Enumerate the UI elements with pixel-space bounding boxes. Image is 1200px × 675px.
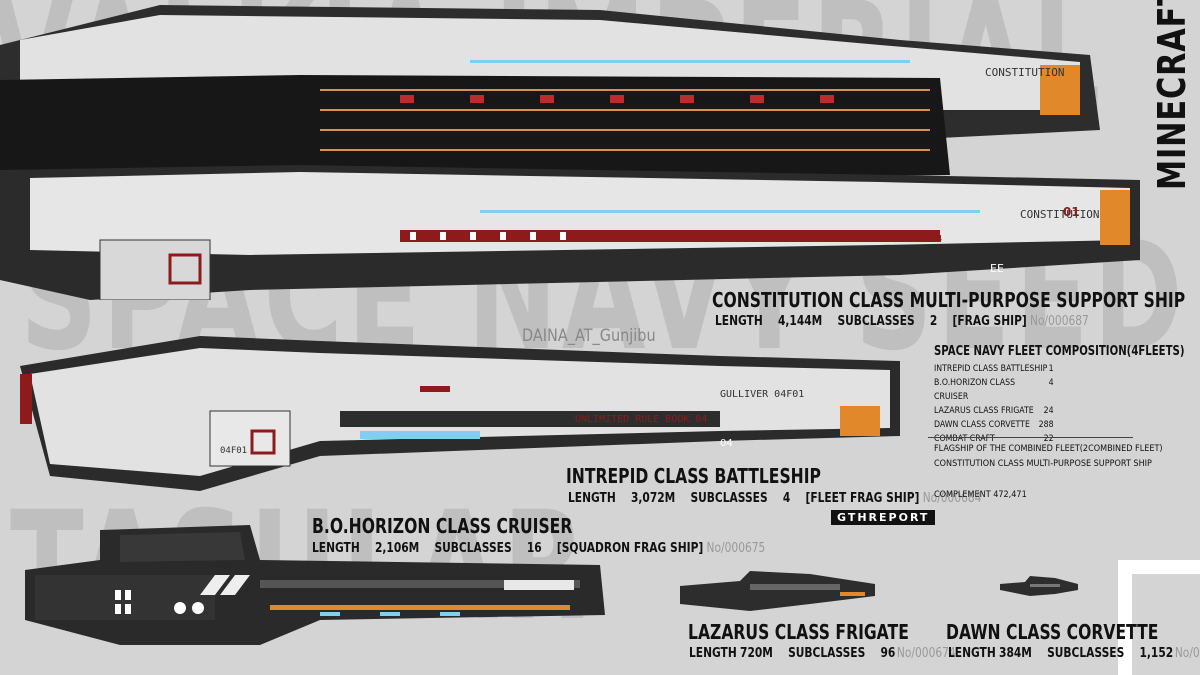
constitution-hull-rulebook: UNLIMITED RULE BOOK 04 bbox=[810, 234, 943, 245]
constitution-hull-mark: 01 bbox=[1063, 205, 1080, 219]
horizon-subclasses: 16 bbox=[526, 541, 542, 556]
horizon-length-label: LENGTH bbox=[312, 541, 360, 556]
horizon-length: 2,106M bbox=[374, 541, 420, 556]
dawn-length: 384M bbox=[999, 646, 1032, 661]
intrepid-length: 3,072M bbox=[630, 491, 676, 506]
horizon-stats: LENGTH 2,106M SUBCLASSES 16 [SQUADRON FR… bbox=[312, 541, 777, 556]
fleet-row-name: LAZARUS CLASS FRIGATE bbox=[934, 406, 1034, 416]
dawn-number: No/000665 bbox=[1174, 646, 1200, 661]
fleet-row-count: 4 bbox=[1048, 378, 1054, 388]
dawn-subclasses: 1,152 bbox=[1139, 646, 1174, 661]
horizon-ship-render bbox=[20, 520, 610, 650]
fleet-row: LAZARUS CLASS FRIGATE 24 bbox=[934, 404, 1054, 418]
lazarus-ship-render bbox=[680, 566, 880, 616]
intrepid-hull-name: GULLIVER 04F01 bbox=[720, 389, 805, 400]
constitution-length: 4,144M bbox=[777, 314, 823, 329]
fleet-row-name: INTREPID CLASS BATTLESHIP bbox=[934, 364, 1048, 374]
minecraft-side-label: MINECRAFT bbox=[1150, 0, 1194, 191]
constitution-role: [FRAG SHIP] bbox=[952, 314, 1027, 329]
lazarus-subclasses-label: SUBCLASSES bbox=[788, 646, 866, 661]
horizon-number: No/000675 bbox=[706, 541, 766, 556]
constitution-hull-name-lower: CONSTITUTION bbox=[1020, 208, 1100, 221]
fleet-row-count: 1 bbox=[1048, 364, 1054, 374]
fleet-row: B.O.HORIZON CLASS CRUISER 4 bbox=[934, 376, 1054, 404]
horizon-role: [SQUADRON FRAG SHIP] bbox=[556, 541, 704, 556]
constitution-subclasses: 2 bbox=[929, 314, 938, 329]
dawn-ship-render bbox=[1000, 574, 1080, 598]
dawn-title: DAWN CLASS CORVETTE bbox=[946, 620, 1159, 644]
horizon-title: B.O.HORIZON CLASS CRUISER bbox=[312, 514, 573, 538]
intrepid-stats: LENGTH 3,072M SUBCLASSES 4 [FLEET FRAG S… bbox=[568, 491, 993, 506]
credit-text: DAINA_AT_Gunjibu bbox=[522, 326, 656, 346]
horizon-subclasses-label: SUBCLASSES bbox=[434, 541, 512, 556]
constitution-ship-render: CONSTITUTION CONSTITUTION UNLIMITED RULE… bbox=[0, 0, 1150, 300]
flagship-title: FLAGSHIP OF THE COMBINED FLEET(2COMBINED… bbox=[934, 444, 1163, 454]
dawn-subclasses-label: SUBCLASSES bbox=[1047, 646, 1125, 661]
constitution-stats: LENGTH 4,144M SUBCLASSES 2 [FRAG SHIP]No… bbox=[715, 314, 1100, 329]
flagship-name: CONSTITUTION CLASS MULTI-PURPOSE SUPPORT… bbox=[934, 459, 1152, 469]
intrepid-hull-mark: 04 bbox=[720, 438, 733, 449]
fleet-row-name: DAWN CLASS CORVETTE bbox=[934, 420, 1030, 430]
complement: COMPLEMENT 472,471 bbox=[934, 490, 1027, 500]
corner-bracket bbox=[1118, 560, 1200, 675]
fleet-row-count: 288 bbox=[1038, 420, 1054, 430]
fleet-row-count: 24 bbox=[1043, 406, 1054, 416]
lazarus-title: LAZARUS CLASS FRIGATE bbox=[688, 620, 909, 644]
fleet-divider bbox=[928, 437, 1133, 438]
fleet-composition-title: SPACE NAVY FLEET COMPOSITION(4FLEETS) bbox=[934, 344, 1185, 359]
constitution-length-label: LENGTH bbox=[715, 314, 763, 329]
fleet-row: DAWN CLASS CORVETTE 288 bbox=[934, 418, 1054, 432]
intrepid-subclasses: 4 bbox=[782, 491, 791, 506]
lazarus-length: 720M bbox=[740, 646, 773, 661]
constitution-title: CONSTITUTION CLASS MULTI-PURPOSE SUPPORT… bbox=[712, 288, 1186, 312]
fleet-row-count: 22 bbox=[1043, 434, 1054, 444]
intrepid-hull-code: 04F01 bbox=[220, 446, 248, 456]
intrepid-subclasses-label: SUBCLASSES bbox=[690, 491, 768, 506]
intrepid-ship-render: GULLIVER 04F01 UNLIMITED RULE BOOK 04 04… bbox=[20, 326, 920, 496]
fleet-row: COMBAT CRAFT 22 bbox=[934, 432, 1054, 446]
fleet-row-name: B.O.HORIZON CLASS CRUISER bbox=[934, 378, 1016, 402]
lazarus-number: No/000674 bbox=[896, 646, 956, 661]
intrepid-number: No/000684 bbox=[922, 491, 982, 506]
dawn-length-label: LENGTH bbox=[948, 646, 996, 661]
intrepid-title: INTREPID CLASS BATTLESHIP bbox=[566, 464, 821, 488]
constitution-subclasses-label: SUBCLASSES bbox=[837, 314, 915, 329]
constitution-hull-ee: EE bbox=[990, 262, 1004, 275]
fleet-row-name: COMBAT CRAFT bbox=[934, 434, 995, 444]
lazarus-subclasses: 96 bbox=[880, 646, 896, 661]
constitution-hull-name-upper: CONSTITUTION bbox=[985, 66, 1065, 79]
gthreport-badge: GTHREPORT bbox=[831, 510, 936, 525]
intrepid-length-label: LENGTH bbox=[568, 491, 616, 506]
constitution-number: No/000687 bbox=[1030, 314, 1089, 329]
intrepid-hull-rulebook: UNLIMITED RULE BOOK 04 bbox=[575, 414, 708, 425]
intrepid-role: [FLEET FRAG SHIP] bbox=[805, 491, 920, 506]
lazarus-length-label: LENGTH bbox=[689, 646, 737, 661]
